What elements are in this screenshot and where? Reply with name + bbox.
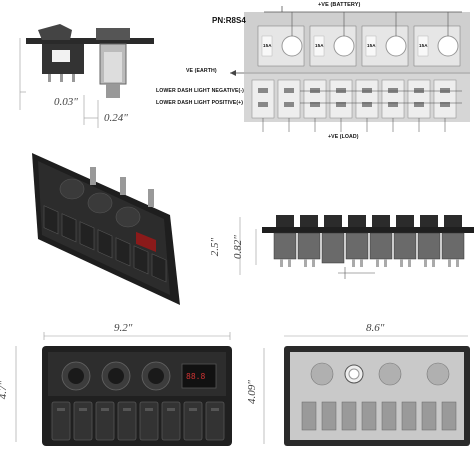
switch-blocks (251, 79, 457, 119)
fuse-units (257, 12, 461, 67)
fuse-label-2: 15A (315, 43, 324, 48)
front-view: 9.2" 4.7" 88.8 (0, 318, 240, 452)
dim-front-height: 4.7" (0, 380, 10, 400)
fuse-label-1: 15A (263, 43, 272, 48)
side-profile-view: 0.03" 0.24" (0, 0, 200, 140)
dim-height-outer: 2.5" (209, 237, 222, 257)
wiring-diagram: +VE (BATTERY) PN:R8S4 VE (EARTH) LOWER D… (156, 0, 476, 150)
fuse-label-4: 15A (419, 43, 428, 48)
front-view-drawing (15, 332, 232, 446)
load-label: +VE (LOAD) (328, 134, 359, 140)
dim-depth: 0.24" (104, 112, 128, 124)
part-number: PN:R8S4 (212, 16, 246, 25)
dim-height-inner: 0.82" (231, 235, 244, 259)
battery-label: +VE (BATTERY) (318, 2, 361, 8)
side-view: 2.5" 0.82" (209, 205, 476, 295)
negative-label: LOWER DASH LIGHT NEGATIVE(-) (156, 88, 245, 94)
side-view-drawing (239, 215, 474, 279)
isometric-drawing (32, 153, 180, 305)
dim-panel-thickness: 0.03" (54, 96, 78, 108)
dim-back-width: 8.6" (366, 322, 385, 334)
wiring-drawing (230, 6, 470, 132)
isometric-view (20, 145, 195, 315)
earth-label: VE (EARTH) (186, 68, 217, 74)
dim-front-width: 9.2" (114, 322, 133, 334)
back-view-drawing (263, 335, 470, 446)
back-view: 8.6" 4.09" (246, 318, 476, 452)
side-profile-drawing (19, 24, 154, 128)
voltmeter-display: 88.8 (186, 372, 206, 381)
fuse-label-3: 15A (367, 43, 376, 48)
dim-back-height: 4.09" (245, 380, 258, 404)
positive-label: LOWER DASH LIGHT POSITIVE(+) (156, 100, 244, 106)
